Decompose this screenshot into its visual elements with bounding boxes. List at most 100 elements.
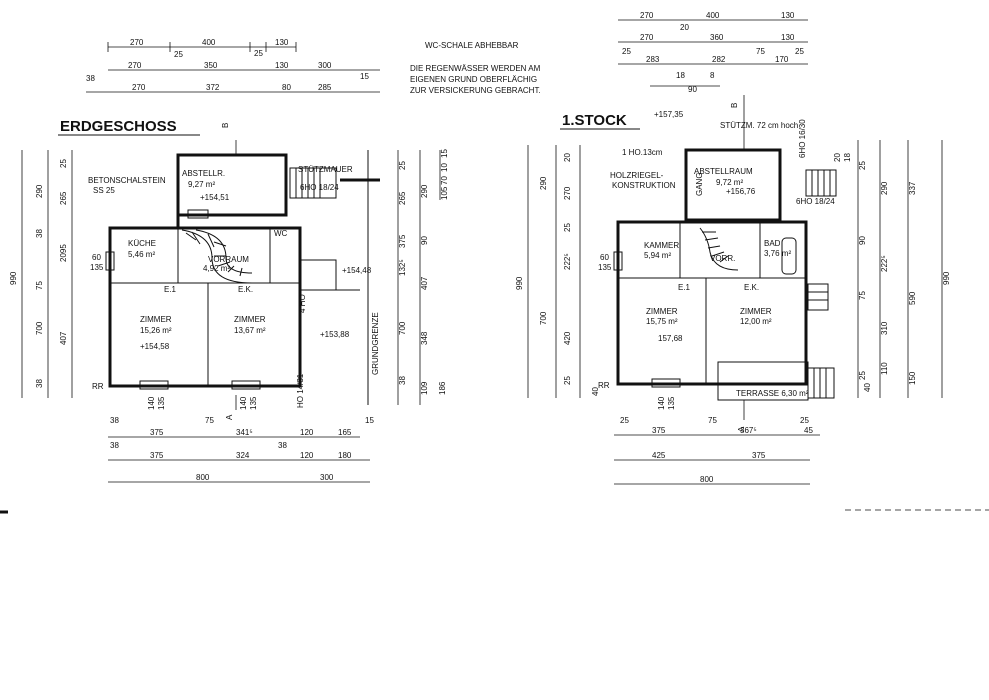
ground-storage-walls [176,153,288,217]
ground-top-dimensions: 270 400 25 130 270 25 350 130 300 15 38 … [86,38,380,93]
fb-r2-2: 45 [804,426,813,435]
fl-fine-5: 40 [591,387,600,396]
gl-fine-5: 407 [59,331,68,345]
gr-a-4: 700 [398,321,407,335]
gw-0: 140 [147,396,156,410]
fl-inner-4: 25 [563,376,572,385]
fb-r4-0: 800 [700,475,714,484]
fr-b-0: 337 [908,181,917,195]
ft-r1-0: 270 [640,11,654,20]
gw-3: 135 [249,396,258,410]
gb-r3-1: 38 [278,441,287,450]
gl-fine-0: 25 [59,159,68,168]
gl-fine-1: 265 [59,191,68,205]
ground-zimmer2-area: 13,67 m² [234,326,266,335]
gb-r1-2: 15 [365,416,374,425]
gt-r3-0: 38 [86,74,95,83]
ground-stuetzmauer: STÜTZMAUER [298,165,353,174]
note-rain-1: DIE REGENWÄSSER WERDEN AM [410,64,541,73]
gl-fine-2: 2095 [59,244,68,262]
ground-abstell-area: 9,27 m² [188,180,215,189]
gt-r1-3: 130 [275,38,289,47]
ground-floor-plan: B A BETONSCHALSTEIN SS 25 ABSTELLR. 9,27… [88,123,380,420]
fl-fine-0: 20 [563,153,572,162]
ground-kueche-name: KÜCHE [128,239,156,248]
ground-outside-stair [289,167,337,199]
ground-rr: RR [92,382,104,391]
ground-window-dimensions: 140 135 140 135 [147,396,258,410]
first-ho13: 1 HO.13cm [622,148,663,157]
first-holzriegel-2: KONSTRUKTION [612,181,676,190]
gb-r2-2: 120 [300,428,314,437]
gr-b-1: 90 [420,236,429,245]
gr-b-4: 109 [420,381,429,395]
gw-2: 140 [239,396,248,410]
ft-r2-2: 130 [781,33,795,42]
fr-a-6: 110 [880,362,889,375]
ground-abstell-level: +154,51 [200,193,230,202]
ground-ho-b: HO 14/31 [296,373,305,408]
gl-inner-4: 38 [35,379,44,388]
fr-b-3: 18 [843,153,852,162]
gl-fine-4: 135 [90,263,104,272]
ft-r4-0: 18 [676,71,685,80]
gt-r1-0: 270 [130,38,144,47]
gt-r3-1: 270 [132,83,146,92]
first-window-1 [651,378,681,388]
note-wc: WC-SCHALE ABHEBBAR [425,41,519,50]
ground-section-b: B [221,123,230,128]
ft-r1-2: 20 [680,23,689,32]
gl-inner-2: 75 [35,281,44,290]
title-first-floor: 1.STOCK [562,112,627,129]
gl-inner-1: 38 [35,229,44,238]
gr-b-5: 186 [438,381,447,395]
first-section-a: A [737,426,746,432]
gt-r3-3: 80 [282,83,291,92]
gb-r2-0: 375 [150,428,164,437]
fb-r1-2: 25 [800,416,809,425]
ground-e1: E.1 [164,285,177,294]
fw-1: 135 [667,396,676,410]
gb-r2-3: 165 [338,428,352,437]
first-kammer-area: 5,94 m² [644,251,671,260]
gr-b-3: 348 [420,331,429,345]
fb-r3-1: 375 [752,451,766,460]
note-rain-2: EIGENEN GRUND OBERFLÄCHIG [410,75,537,84]
ground-abstell-name: ABSTELLR. [182,169,225,178]
gb-r3-2: 375 [150,451,164,460]
first-holzriegel-1: HOLZRIEGEL- [610,171,664,180]
first-abstell-area: 9,72 m² [716,178,743,187]
gb-r1-1: 75 [205,416,214,425]
ground-bottom-dimensions: 38 75 15 375 341⁵ 120 165 38 38 375 324 … [108,416,374,483]
fb-r2-0: 375 [652,426,666,435]
fr-b-2: 20 [833,153,842,162]
first-bad-area: 3,76 m² [764,249,791,258]
ground-ek: E.K. [238,285,253,294]
first-zimmer1-level: 157,68 [658,334,683,343]
ground-betonschalstein-1: BETONSCHALSTEIN [88,176,166,185]
gr-a-1: 265 [398,191,407,205]
fl-fine-4: 135 [598,263,612,272]
ft-r1-1: 400 [706,11,720,20]
ground-vorraum-area: 4,92 m² [203,264,230,273]
gb-r4-0: 800 [196,473,210,482]
first-storage-walls [684,148,782,222]
fr-a-3: 222⁵ [880,255,889,272]
gr-c-0: 15 [440,149,449,158]
ft-r2-0: 270 [640,33,654,42]
ground-zimmer2-name: ZIMMER [234,315,266,324]
ground-ho-a: 4 HO [298,294,307,313]
ft-r4-1: 90 [688,85,697,94]
gt-r2-0: 270 [128,61,142,70]
fl-outer: 990 [515,276,524,290]
gb-r2-1: 341⁵ [236,428,253,437]
ground-zimmer1-name: ZIMMER [140,315,172,324]
ground-window-3 [105,251,115,271]
ground-porch [299,259,337,291]
first-window-dimensions: 140 135 [657,396,676,410]
first-zimmer1-name: ZIMMER [646,307,678,316]
note-rain-3: ZUR VERSICKERUNG GEBRACHT. [410,86,541,95]
gt-r3-2: 372 [206,83,220,92]
first-level-top: +157,35 [654,110,684,119]
